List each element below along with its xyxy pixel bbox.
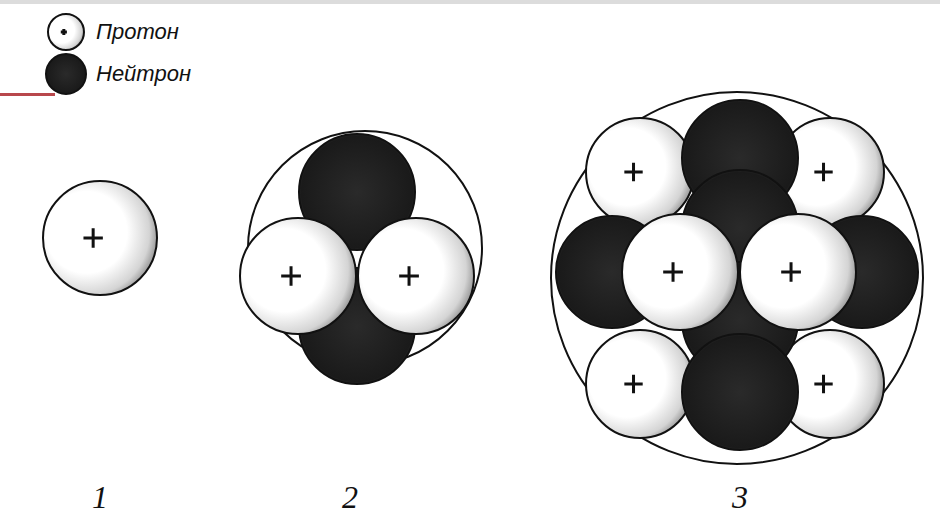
nucleus-outline	[551, 92, 923, 464]
proton	[586, 118, 694, 226]
plus-sign	[61, 29, 67, 35]
plus-sign	[281, 266, 301, 286]
figure-number: 2	[342, 479, 358, 516]
plus-sign	[83, 228, 102, 247]
proton	[48, 14, 84, 50]
legend-text: Нейтрон	[96, 61, 191, 87]
slide-accent	[0, 93, 55, 96]
figure-number: 3	[732, 479, 748, 516]
proton	[586, 330, 694, 438]
plus-sign	[663, 262, 683, 282]
figure-number: 1	[92, 479, 108, 516]
proton	[358, 218, 474, 334]
legend-text: Протон	[96, 19, 179, 45]
plus-sign	[781, 262, 801, 282]
neutron	[46, 54, 86, 94]
proton	[240, 218, 356, 334]
plus-sign	[399, 266, 419, 286]
plus-sign	[624, 375, 642, 393]
plus-sign	[624, 163, 642, 181]
neutron	[682, 334, 798, 450]
slide-band	[0, 0, 940, 4]
plus-sign	[814, 375, 832, 393]
plus-sign	[814, 163, 832, 181]
proton	[43, 181, 157, 295]
proton	[740, 214, 856, 330]
proton	[622, 214, 738, 330]
